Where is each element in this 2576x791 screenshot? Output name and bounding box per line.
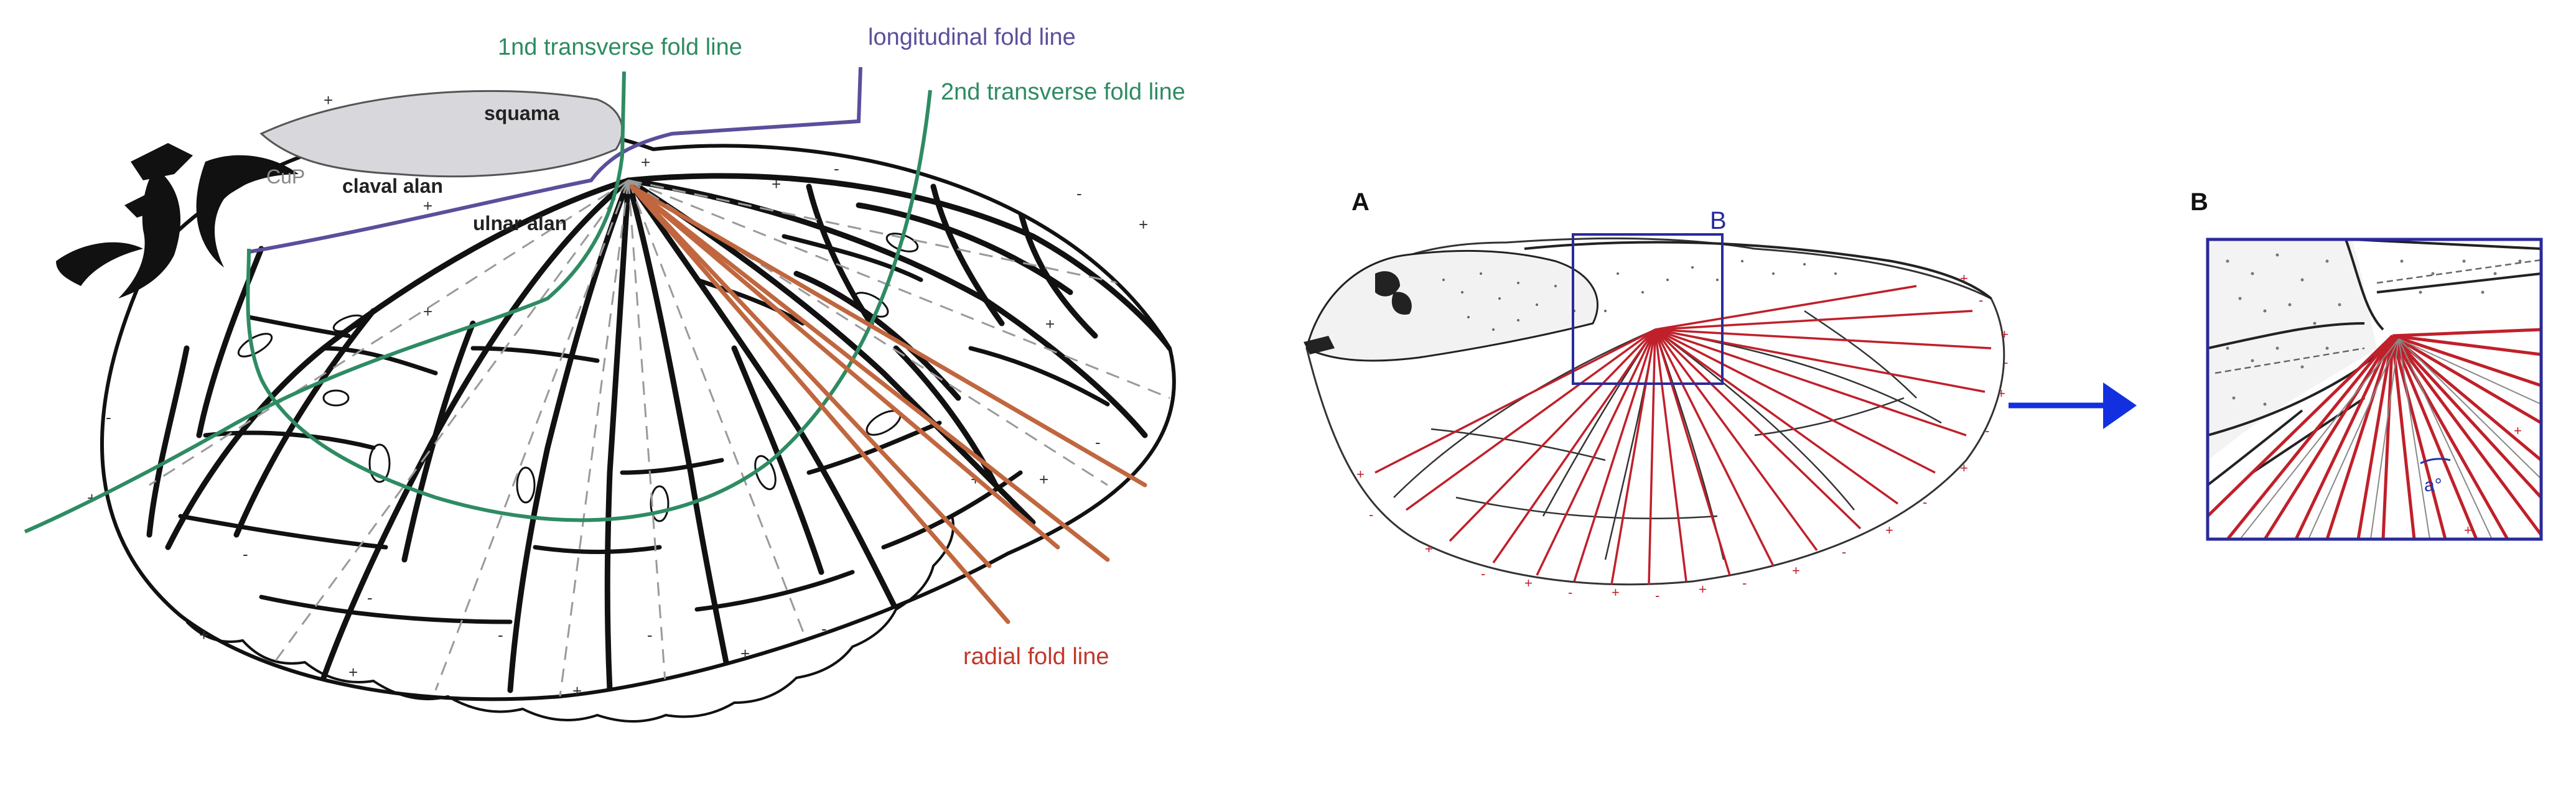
svg-text:-: - — [1979, 292, 1983, 308]
left-wing-scalloped-margin — [185, 516, 954, 723]
zoom-region-label: B — [1710, 207, 1727, 234]
svg-text:-: - — [821, 619, 827, 638]
second-transverse-fold-label: 2nd transverse fold line — [941, 79, 1185, 105]
arrow-right-icon — [2009, 382, 2137, 429]
longitudinal-fold-line — [248, 67, 862, 254]
svg-text:+: + — [1356, 466, 1365, 482]
svg-text:+: + — [1425, 541, 1433, 557]
claval-alan-label: claval alan — [342, 175, 443, 197]
middle-wing-diagram: A — [1304, 188, 2009, 603]
cup-label: CuP — [266, 165, 305, 188]
svg-text:+: + — [199, 626, 208, 644]
svg-text:+: + — [1997, 386, 2005, 401]
svg-text:+: + — [740, 644, 750, 663]
svg-text:+: + — [1792, 563, 1800, 578]
svg-text:+: + — [348, 663, 358, 682]
angle-label: a° — [2424, 475, 2442, 496]
left-wing-plus-minus-marks: +++ +-+ +++ +++ +++ --- --- -- — [87, 91, 1148, 700]
svg-text:+: + — [324, 91, 333, 109]
zoom-radial-lines — [2208, 328, 2541, 539]
svg-text:+: + — [1885, 522, 1893, 538]
wing-base-articulation — [56, 143, 299, 298]
svg-text:-: - — [1923, 494, 1927, 510]
svg-text:-: - — [834, 159, 839, 178]
svg-text:+: + — [1699, 581, 1707, 597]
svg-text:-: - — [1568, 585, 1572, 600]
squama-label: squama — [484, 102, 559, 124]
svg-text:-: - — [367, 588, 373, 607]
svg-text:+: + — [641, 153, 650, 172]
first-transverse-fold-label: 1nd transverse fold line — [498, 34, 742, 60]
svg-text:+: + — [1039, 470, 1048, 489]
svg-text:+: + — [1960, 271, 1968, 286]
svg-text:-: - — [1842, 544, 1846, 560]
zoom-panel-label: B — [2190, 188, 2208, 216]
middle-wing-plus-minus-marks: +-+ -+- +-+ -+- +-+ -+- +-+ — [1356, 271, 2009, 603]
svg-text:+: + — [772, 175, 781, 193]
svg-text:+: + — [423, 302, 432, 321]
squama-region — [259, 90, 623, 178]
second-transverse-fold-line — [246, 90, 932, 522]
ulnar-alan-label: ulnar alan — [473, 212, 567, 234]
radial-fold-label: radial fold line — [963, 644, 1109, 670]
svg-text:+: + — [2000, 326, 2009, 342]
middle-wing-costa — [1524, 241, 1992, 300]
svg-text:+: + — [1139, 215, 1148, 234]
radial-fold-lines — [629, 184, 1147, 624]
svg-text:-: - — [106, 408, 111, 427]
svg-text:-: - — [498, 626, 503, 644]
panel-a-label: A — [1351, 188, 1370, 216]
svg-text:+: + — [1045, 315, 1055, 333]
left-wing-diagram: +++ +-+ +++ +++ +++ --- --- -- squama cl… — [24, 24, 1185, 723]
svg-text:+: + — [1524, 575, 1533, 591]
longitudinal-fold-label: longitudinal fold line — [868, 24, 1076, 50]
zoom-veins — [2208, 239, 2541, 486]
first-transverse-fold-line — [24, 71, 626, 534]
svg-text:+: + — [423, 197, 432, 215]
zoom-stipple — [2226, 253, 2522, 406]
svg-text:-: - — [1481, 566, 1485, 581]
middle-wing-stipple — [1442, 260, 1837, 331]
svg-text:+: + — [572, 682, 582, 700]
zoom-detail-content: a° ++ — [2208, 239, 2541, 539]
svg-text:-: - — [1742, 575, 1747, 591]
zoom-plus-minus-marks: ++ — [2464, 423, 2522, 538]
middle-wing-base-dark — [1304, 271, 1412, 354]
zoom-panel-frame — [2206, 238, 2543, 541]
svg-text:-: - — [647, 626, 653, 644]
svg-text:-: - — [1369, 507, 1373, 522]
svg-text:+: + — [2464, 522, 2472, 538]
svg-text:-: - — [1655, 588, 1659, 603]
middle-wing-radial-lines — [1374, 285, 1992, 585]
svg-text:+: + — [1612, 585, 1620, 600]
right-zoom-panel: B — [2190, 188, 2543, 541]
svg-text:+: + — [2514, 423, 2522, 438]
svg-text:-: - — [2004, 354, 2008, 370]
zoom-vein-shadows — [2239, 338, 2541, 539]
svg-text:-: - — [1985, 423, 1989, 438]
angle-arc — [2420, 458, 2451, 465]
zoom-dashed-lines — [2214, 259, 2541, 374]
svg-text:-: - — [1076, 184, 1082, 203]
svg-text:-: - — [243, 545, 248, 563]
svg-text:-: - — [1095, 433, 1101, 451]
svg-text:+: + — [1960, 460, 1968, 476]
zoom-region-box — [1572, 233, 1724, 385]
